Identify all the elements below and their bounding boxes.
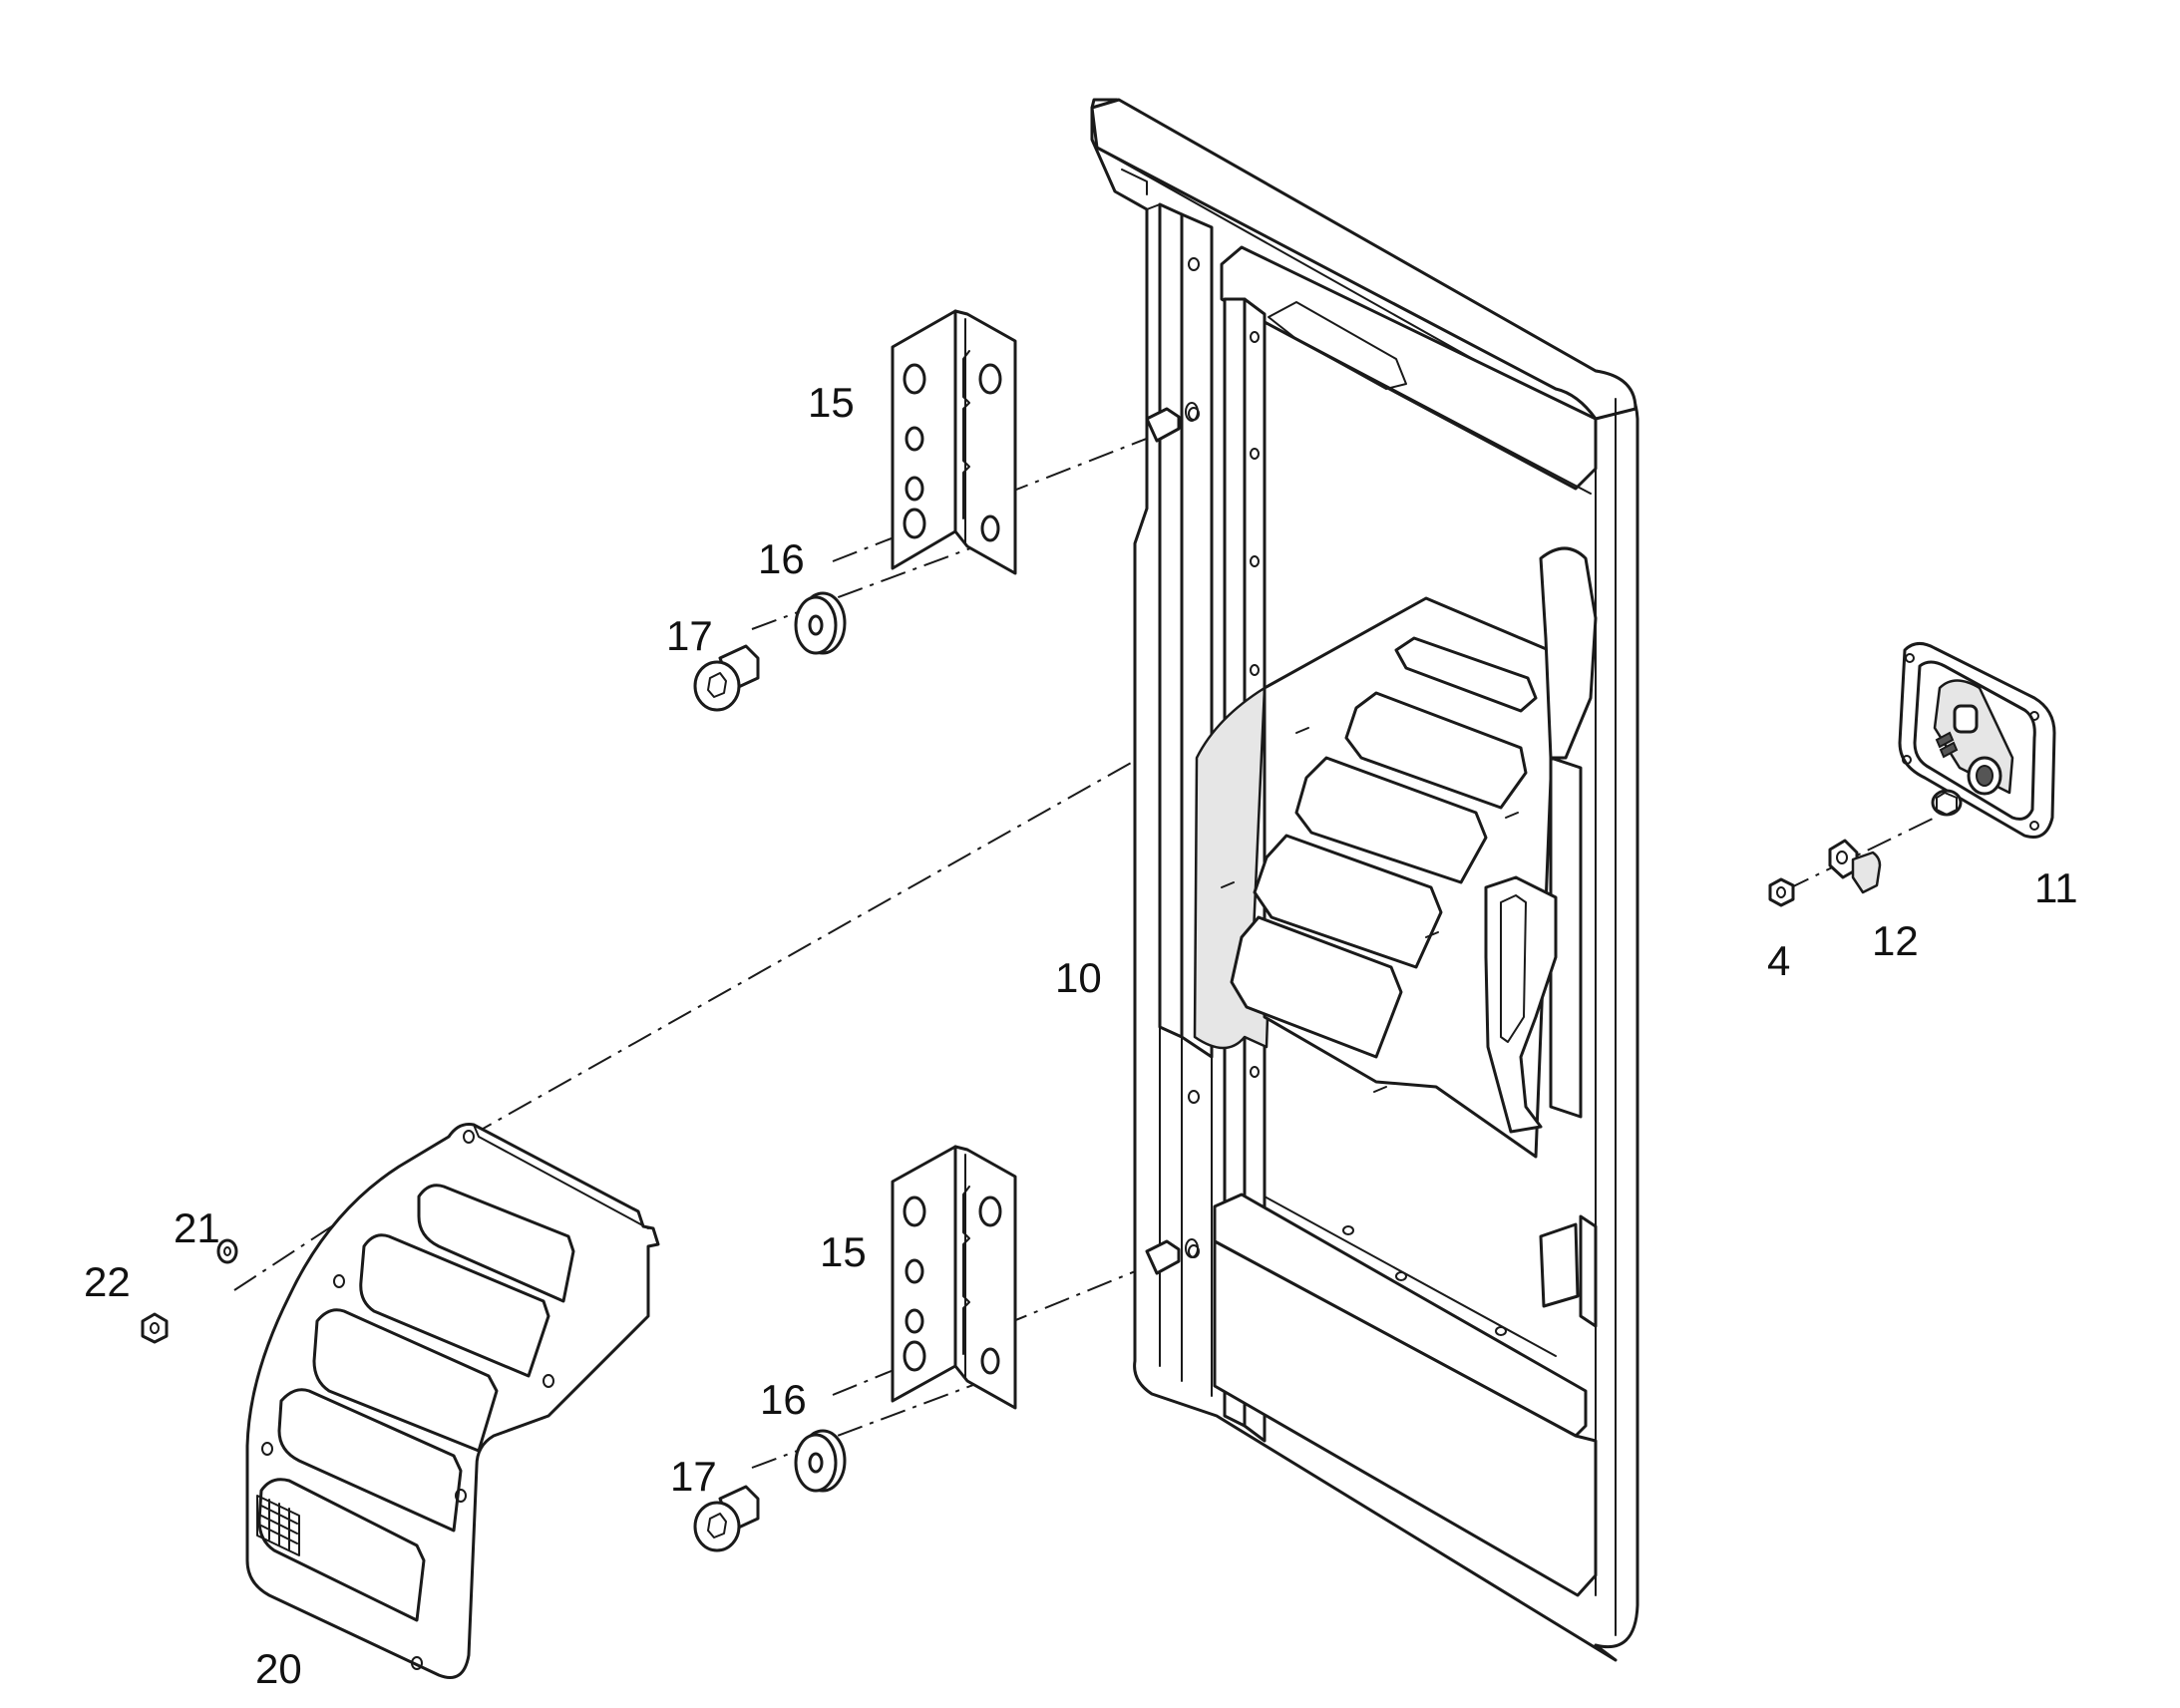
label-15-lower: 15 <box>820 1228 867 1275</box>
label-10: 10 <box>1055 954 1102 1001</box>
lock-assembly <box>1898 642 2056 839</box>
bolt-upper <box>693 644 760 712</box>
label-17-upper: 17 <box>666 612 713 659</box>
nut-small <box>1768 877 1795 907</box>
cover-panel <box>245 1123 660 1679</box>
label-22: 22 <box>84 1258 131 1305</box>
label-20: 20 <box>255 1645 302 1692</box>
bolt-lower <box>693 1485 760 1552</box>
hinge-lower <box>891 1145 1017 1410</box>
washer-lower <box>794 1429 847 1493</box>
hinge-upper <box>891 309 1017 575</box>
label-12: 12 <box>1872 917 1919 964</box>
label-16-lower: 16 <box>760 1376 807 1423</box>
plate-cutouts <box>1230 636 1538 1059</box>
cover-holes <box>261 1130 554 1670</box>
label-4: 4 <box>1767 937 1790 984</box>
washer-upper <box>794 591 847 655</box>
plate-slots <box>1221 727 1519 1093</box>
nut-cover <box>141 1312 169 1344</box>
door-frame <box>1090 98 1639 1662</box>
washer-small <box>216 1238 238 1264</box>
label-21: 21 <box>174 1204 220 1251</box>
callout-labels: 10 11 12 4 15 15 16 16 17 17 20 21 22 <box>84 379 2078 1692</box>
cover-cutouts <box>257 1184 575 1622</box>
cover-vent-grille <box>256 1495 300 1556</box>
label-17-lower: 17 <box>670 1453 717 1500</box>
label-15-upper: 15 <box>808 379 855 426</box>
label-11: 11 <box>2034 864 2078 911</box>
key <box>1828 839 1882 894</box>
label-16-upper: 16 <box>758 535 805 582</box>
